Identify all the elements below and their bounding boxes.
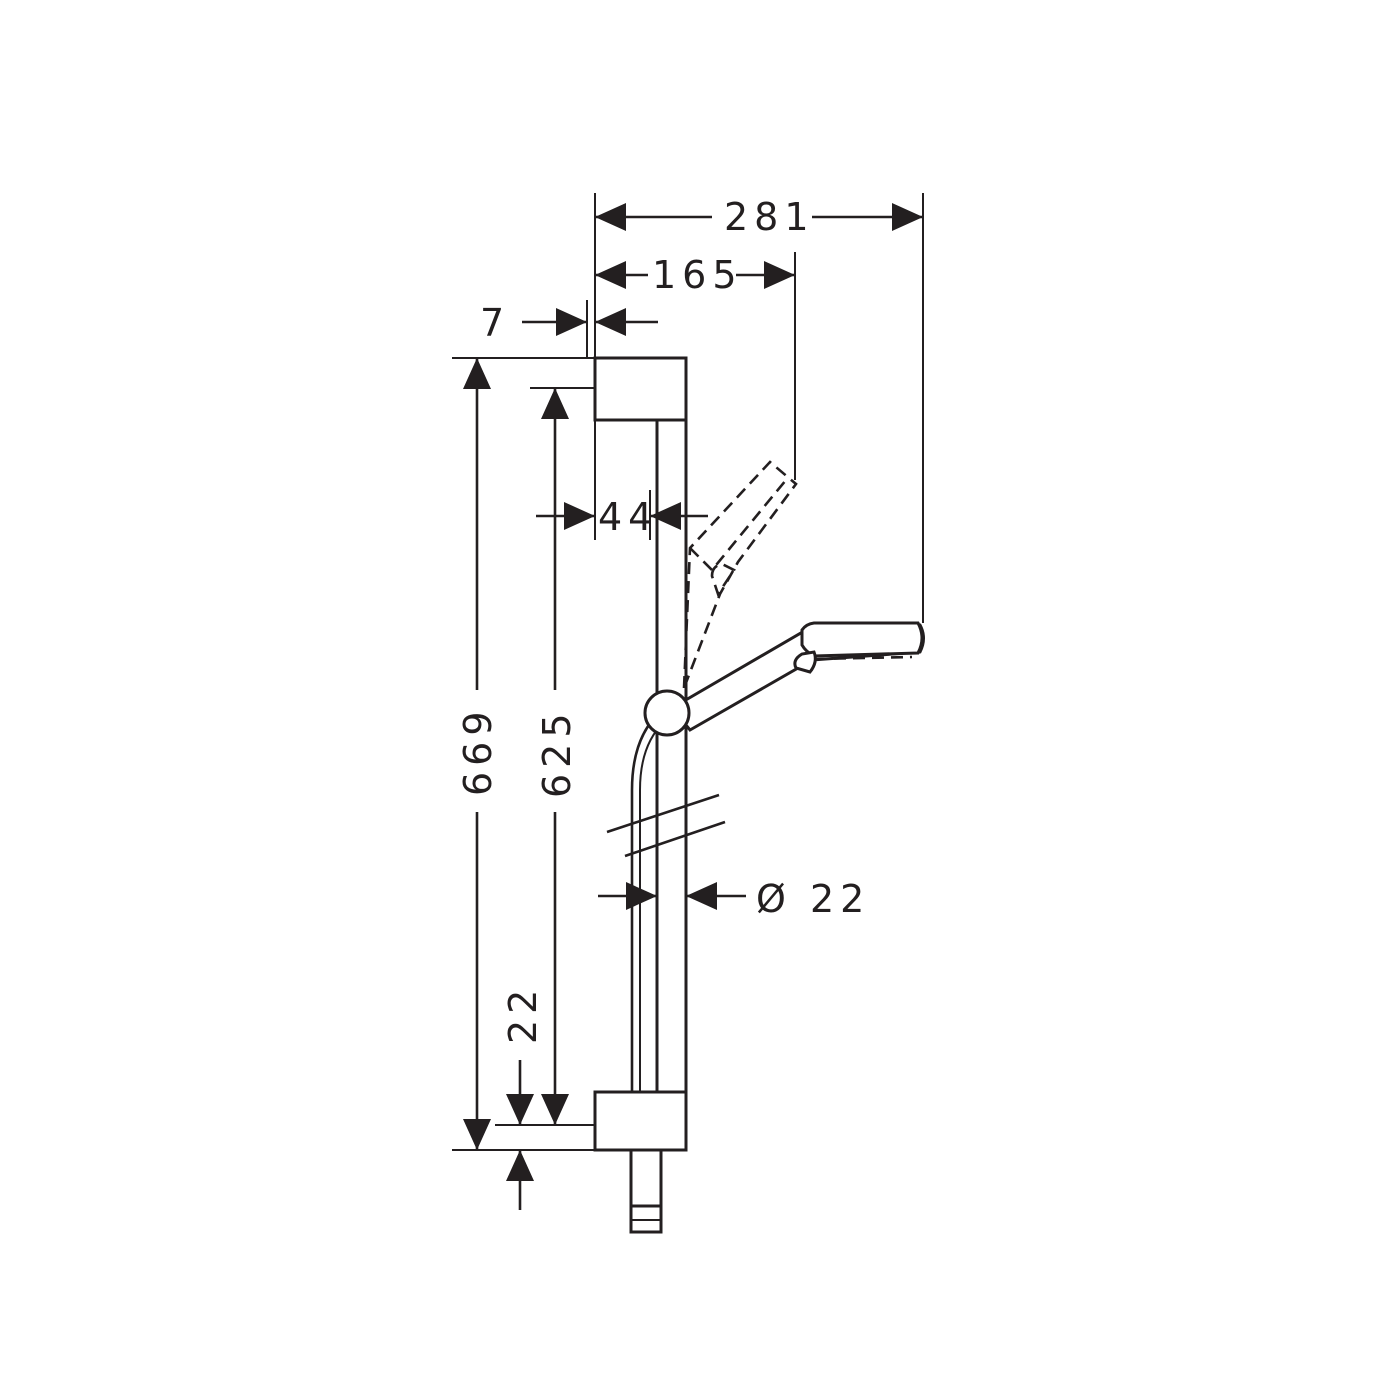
dimension-label-625: 625	[535, 707, 579, 798]
arrowhead-165-right	[764, 261, 795, 289]
handshower-head	[800, 621, 924, 658]
slider-knob	[643, 689, 691, 737]
dimension-label-281: 281	[724, 195, 815, 239]
arrowhead-281-left	[595, 203, 626, 231]
handshower-tilted	[682, 460, 798, 689]
dimension-label-669: 669	[456, 705, 500, 796]
dimension-label-44: 44	[598, 495, 658, 539]
handshower-button	[793, 650, 817, 674]
dimension-label-diameter: Ø 22	[756, 877, 870, 921]
arrowhead-165-left	[595, 261, 626, 289]
lower-wall-bracket	[593, 1090, 688, 1152]
arrowhead-281-right	[892, 203, 923, 231]
arrowhead-dia-right	[686, 882, 717, 910]
dimension-annotations: 281 165 7 44 669 625	[452, 193, 924, 1210]
arrowhead-44-right	[650, 502, 681, 530]
hose-connector	[629, 1148, 663, 1208]
tilted-handshower-button	[710, 562, 736, 597]
arrowhead-669-top	[463, 358, 491, 389]
arrowhead-22-top	[506, 1094, 534, 1125]
handshower-nozzle-row	[814, 655, 913, 661]
arrowhead-625-top	[541, 388, 569, 419]
arrowhead-7-left	[556, 308, 587, 336]
dimension-label-7: 7	[480, 301, 510, 345]
upper-wall-bracket	[593, 356, 688, 422]
arrowhead-44-left	[564, 502, 595, 530]
shower-rail	[655, 418, 688, 1094]
arrowhead-625-bottom	[541, 1094, 569, 1125]
arrowhead-7-right	[595, 308, 626, 336]
dimension-label-22: 22	[501, 984, 545, 1044]
tilted-handshower-head	[689, 479, 788, 572]
rail-break-line-bottom	[624, 820, 726, 858]
arrowhead-dia-left	[626, 882, 657, 910]
shower-set-product	[593, 356, 925, 1234]
handshower-active	[669, 621, 925, 732]
arrowhead-22-bottom	[506, 1150, 534, 1181]
dimension-label-165: 165	[652, 253, 743, 297]
rail-break-line-top	[606, 793, 720, 834]
arrowhead-669-bottom	[463, 1119, 491, 1150]
